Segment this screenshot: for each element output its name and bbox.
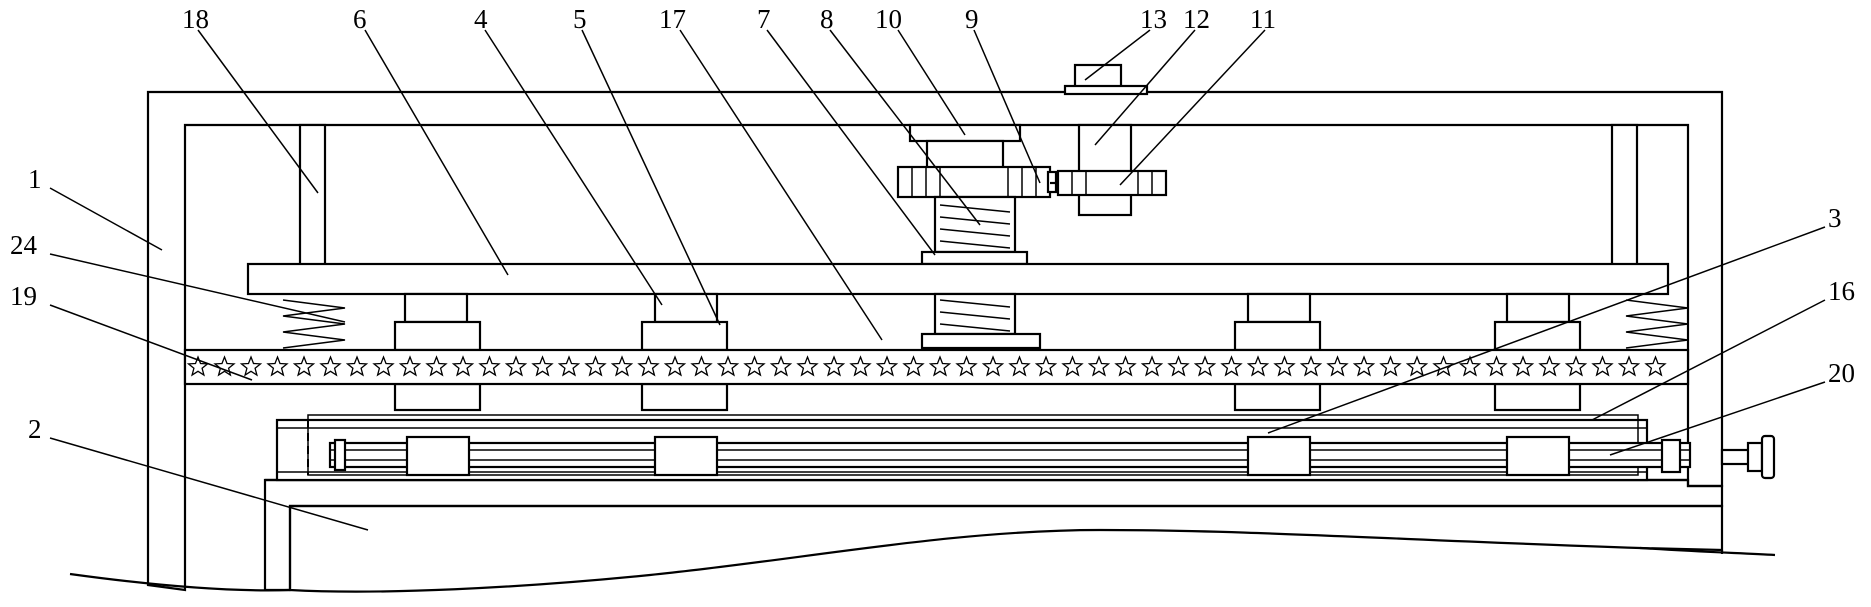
star-shape <box>1087 355 1111 377</box>
star-shape <box>610 355 634 377</box>
springs <box>282 299 1689 349</box>
star-shape <box>451 355 475 377</box>
star-shape <box>690 355 713 377</box>
star-shape <box>663 355 687 377</box>
star-shape <box>1617 355 1641 377</box>
label-6: 6 <box>353 4 367 34</box>
star-shape <box>372 355 395 377</box>
star-shape <box>531 355 554 377</box>
label-8: 8 <box>820 4 834 34</box>
pressing-blocks <box>393 292 1582 352</box>
star-shape <box>292 355 316 377</box>
star-shape <box>1193 355 1217 377</box>
star-shape <box>637 355 660 377</box>
label-11: 11 <box>1250 4 1276 34</box>
label-3: 3 <box>1828 203 1842 233</box>
star-shape <box>743 355 766 377</box>
sleeve-collar <box>920 250 1029 266</box>
star-shape <box>398 355 422 377</box>
star-shape <box>1538 355 1561 377</box>
star-shape <box>1432 355 1455 377</box>
star-shape <box>1405 355 1429 377</box>
label-2: 2 <box>28 414 42 444</box>
star-shape <box>796 355 819 377</box>
star-shape <box>1591 355 1614 377</box>
label-19: 19 <box>10 281 37 311</box>
star-shape <box>584 355 607 377</box>
star-shape <box>822 355 846 377</box>
star-shape <box>1458 355 1482 377</box>
lower-pads <box>393 382 1582 412</box>
star-shape <box>1564 355 1588 377</box>
star-shape <box>1299 355 1323 377</box>
star-shape <box>504 355 528 377</box>
star-shape <box>1644 355 1667 377</box>
star-shape <box>1167 355 1190 377</box>
top-bearing <box>908 123 1022 173</box>
upper-threaded-sleeve <box>933 195 1017 254</box>
star-shape <box>1220 355 1243 377</box>
star-shape <box>902 355 925 377</box>
star-shape <box>425 355 448 377</box>
star-shape <box>319 355 342 377</box>
star-shape <box>849 355 872 377</box>
star-shape <box>1034 355 1058 377</box>
label-17: 17 <box>659 4 686 34</box>
star-shape <box>345 355 369 377</box>
star-shape <box>1140 355 1164 377</box>
star-shape <box>1061 355 1084 377</box>
leader-lines <box>49 29 1826 531</box>
label-24: 24 <box>10 230 38 260</box>
star-shape <box>1114 355 1137 377</box>
star-shape <box>186 355 210 377</box>
label-16: 16 <box>1828 276 1855 306</box>
star-shape <box>1511 355 1535 377</box>
star-shape <box>1008 355 1031 377</box>
label-5: 5 <box>573 4 587 34</box>
star-shape <box>1352 355 1376 377</box>
star-shape <box>1379 355 1402 377</box>
star-shape <box>557 355 581 377</box>
ground-base <box>69 504 1776 593</box>
star-shape <box>1485 355 1508 377</box>
guide-columns <box>298 123 1639 267</box>
label-18: 18 <box>182 4 209 34</box>
star-shape <box>1273 355 1296 377</box>
star-shape <box>716 355 740 377</box>
drive-gear-motor <box>1050 63 1168 217</box>
label-1: 1 <box>28 164 42 194</box>
star-shape <box>1326 355 1349 377</box>
label-12: 12 <box>1183 4 1210 34</box>
hand-wheel <box>1660 434 1776 480</box>
housing <box>146 90 1724 592</box>
star-shape <box>981 355 1005 377</box>
large-gear <box>896 165 1058 199</box>
star-shape <box>928 355 952 377</box>
screw-rod <box>328 438 1692 472</box>
star-shape <box>769 355 793 377</box>
label-7: 7 <box>757 4 771 34</box>
lower-threaded-sleeve <box>920 292 1042 350</box>
star-shape <box>213 355 236 377</box>
star-shape <box>266 355 289 377</box>
star-strip-stars <box>186 355 1667 377</box>
star-shape <box>1246 355 1270 377</box>
star-strip <box>183 348 1690 386</box>
callout-labels: 18 6 4 5 17 7 8 10 9 13 12 11 1 24 19 2 … <box>10 4 1855 444</box>
label-13: 13 <box>1140 4 1167 34</box>
star-shape <box>875 355 899 377</box>
rod-nut-blocks <box>405 435 1571 477</box>
star-shape <box>478 355 501 377</box>
star-shape <box>239 355 263 377</box>
label-20: 20 <box>1828 358 1855 388</box>
label-10: 10 <box>875 4 902 34</box>
pressing-plate <box>246 262 1670 296</box>
star-shape <box>955 355 978 377</box>
label-9: 9 <box>965 4 979 34</box>
label-4: 4 <box>474 4 488 34</box>
